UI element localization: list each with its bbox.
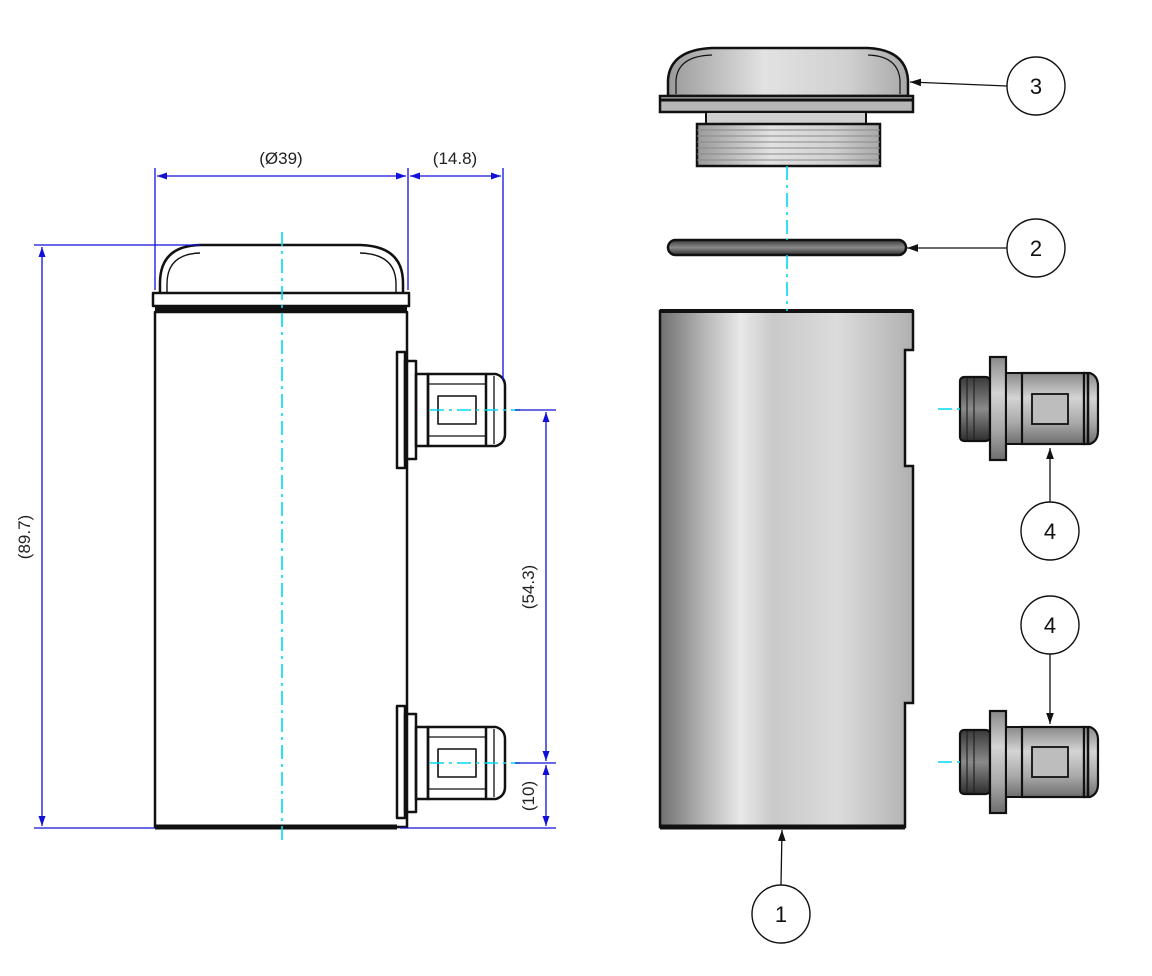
body-balloon xyxy=(751,884,811,944)
fitting-upper-balloon-number: 4 xyxy=(1044,519,1056,544)
fitting-upper-part xyxy=(958,355,1100,462)
assembled-body xyxy=(153,310,409,829)
bottom-offset-dimension-label: (10) xyxy=(519,781,538,811)
cap-thread xyxy=(697,129,880,161)
fitting-lower-part xyxy=(958,709,1100,815)
assembled-view xyxy=(151,232,520,843)
assembled-cap-flange xyxy=(151,291,411,308)
height-dimension-label: (89.7) xyxy=(15,515,34,559)
diameter-dimension-label: (Ø39) xyxy=(259,149,302,168)
assembled-fitting-lower xyxy=(395,704,507,820)
assembled-cap-dome xyxy=(158,243,405,293)
fitting-lower-balloon xyxy=(1020,595,1080,655)
dimensions: (Ø39) (14.8) (89.7) (54.3) (10) xyxy=(15,149,556,829)
cap-balloon-number: 3 xyxy=(1030,74,1042,99)
fitting-lower-balloon-number: 4 xyxy=(1044,613,1056,638)
body-balloon-number: 1 xyxy=(775,902,787,927)
fitting-upper-balloon xyxy=(1020,501,1080,561)
body-leader xyxy=(777,829,786,886)
cap-part xyxy=(658,46,915,168)
port-spacing-dimension-label: (54.3) xyxy=(519,565,538,609)
oring-balloon xyxy=(1006,218,1066,278)
body-part xyxy=(658,309,915,830)
oring-balloon-number: 2 xyxy=(1030,236,1042,261)
oring-part xyxy=(666,238,908,257)
offset-dimension-label: (14.8) xyxy=(433,149,477,168)
balloons: 3 2 4 4 1 xyxy=(751,56,1080,944)
cap-balloon xyxy=(1006,56,1066,116)
cap-leader xyxy=(909,78,1008,87)
exploded-view xyxy=(658,46,1100,830)
